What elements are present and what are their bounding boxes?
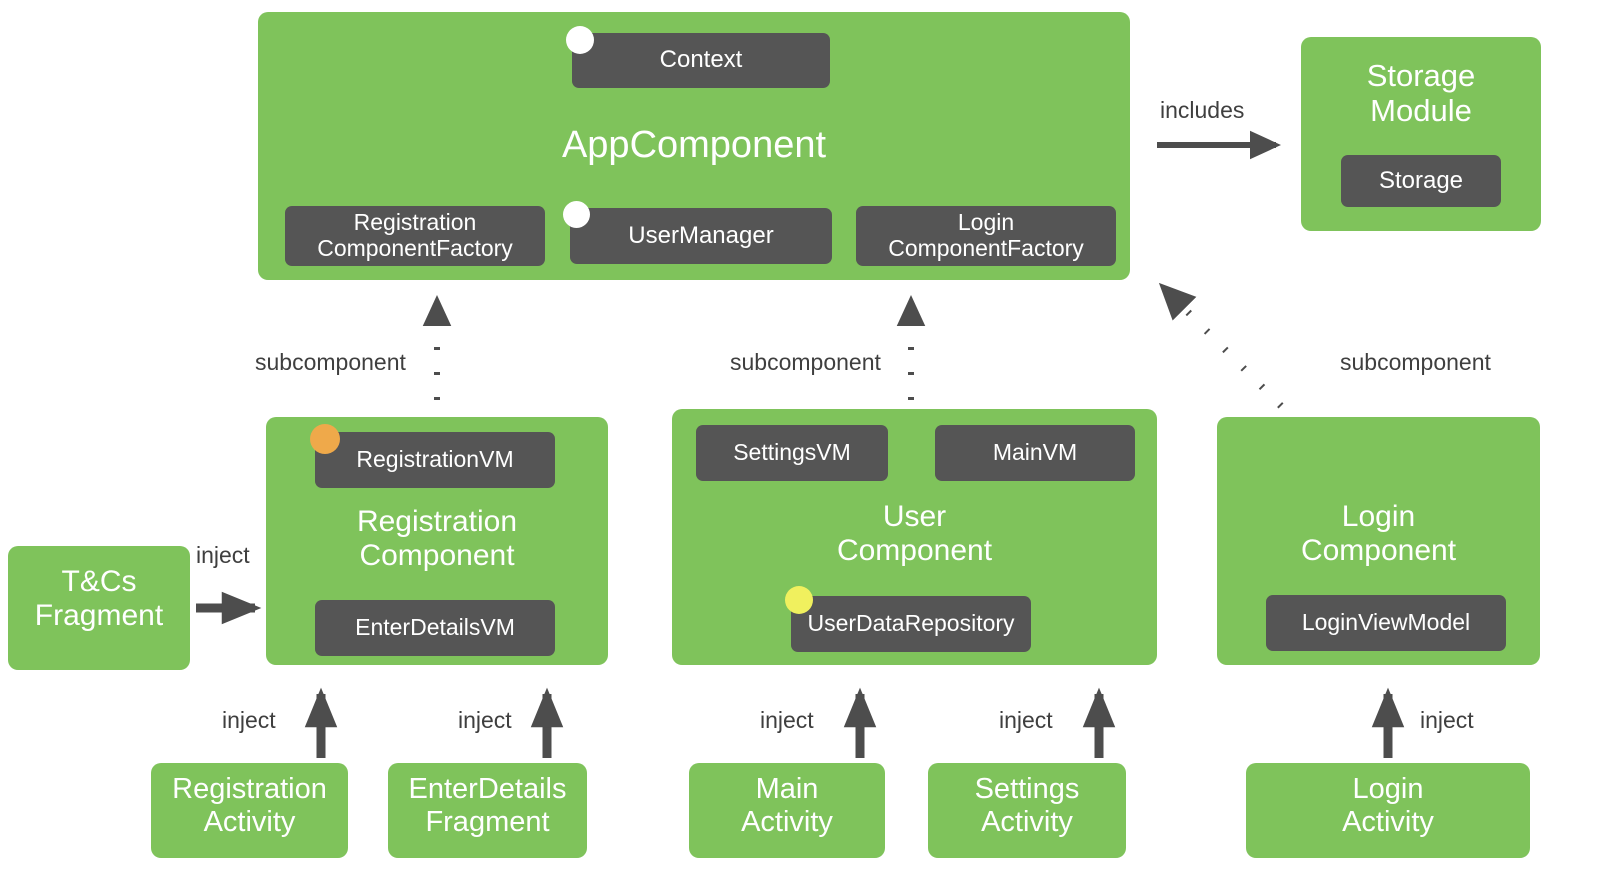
login-activity[interactable] <box>1246 763 1530 858</box>
edge-label-subcomponent-login: subcomponent <box>1340 349 1491 375</box>
binding-mainvm[interactable]: MainVM <box>935 425 1135 481</box>
arrow-subcomponent-login <box>1158 282 1284 409</box>
edge-label-subcomponent-user: subcomponent <box>730 349 881 375</box>
settings-activity[interactable] <box>928 763 1126 858</box>
binding-login-component-factory[interactable]: Login ComponentFactory <box>856 206 1116 266</box>
binding-registrationvm[interactable]: RegistrationVM <box>315 432 555 488</box>
edge-label-inject-tcs: inject <box>196 542 250 568</box>
binding-registration-component-factory[interactable]: Registration ComponentFactory <box>285 206 545 266</box>
edge-label-inject-settings-activity: inject <box>999 707 1053 733</box>
binding-settingsvm[interactable]: SettingsVM <box>696 425 888 481</box>
binding-userdatarepository[interactable]: UserDataRepository <box>791 596 1031 652</box>
registration-activity[interactable] <box>151 763 348 858</box>
scope-dot-context <box>566 26 594 54</box>
enterdetails-fragment[interactable] <box>388 763 587 858</box>
edge-label-subcomponent-registration: subcomponent <box>255 349 406 375</box>
edge-label-inject-enterdetails-fragment: inject <box>458 707 512 733</box>
binding-loginviewmodel[interactable]: LoginViewModel <box>1266 595 1506 651</box>
edge-label-inject-login-activity: inject <box>1420 707 1474 733</box>
binding-enterdetailsvm[interactable]: EnterDetailsVM <box>315 600 555 656</box>
edge-label-inject-registration-activity: inject <box>222 707 276 733</box>
binding-usermanager[interactable]: UserManager <box>570 208 832 264</box>
edge-label-includes: includes <box>1160 97 1245 123</box>
scope-dot-usermanager <box>563 201 590 228</box>
scope-dot-registrationvm <box>310 424 340 454</box>
scope-dot-userdatarepository <box>785 586 813 614</box>
main-activity[interactable] <box>689 763 885 858</box>
binding-context[interactable]: Context <box>572 33 830 88</box>
binding-storage[interactable]: Storage <box>1341 155 1501 207</box>
tcs-fragment[interactable] <box>8 546 190 670</box>
edge-label-inject-main-activity: inject <box>760 707 814 733</box>
